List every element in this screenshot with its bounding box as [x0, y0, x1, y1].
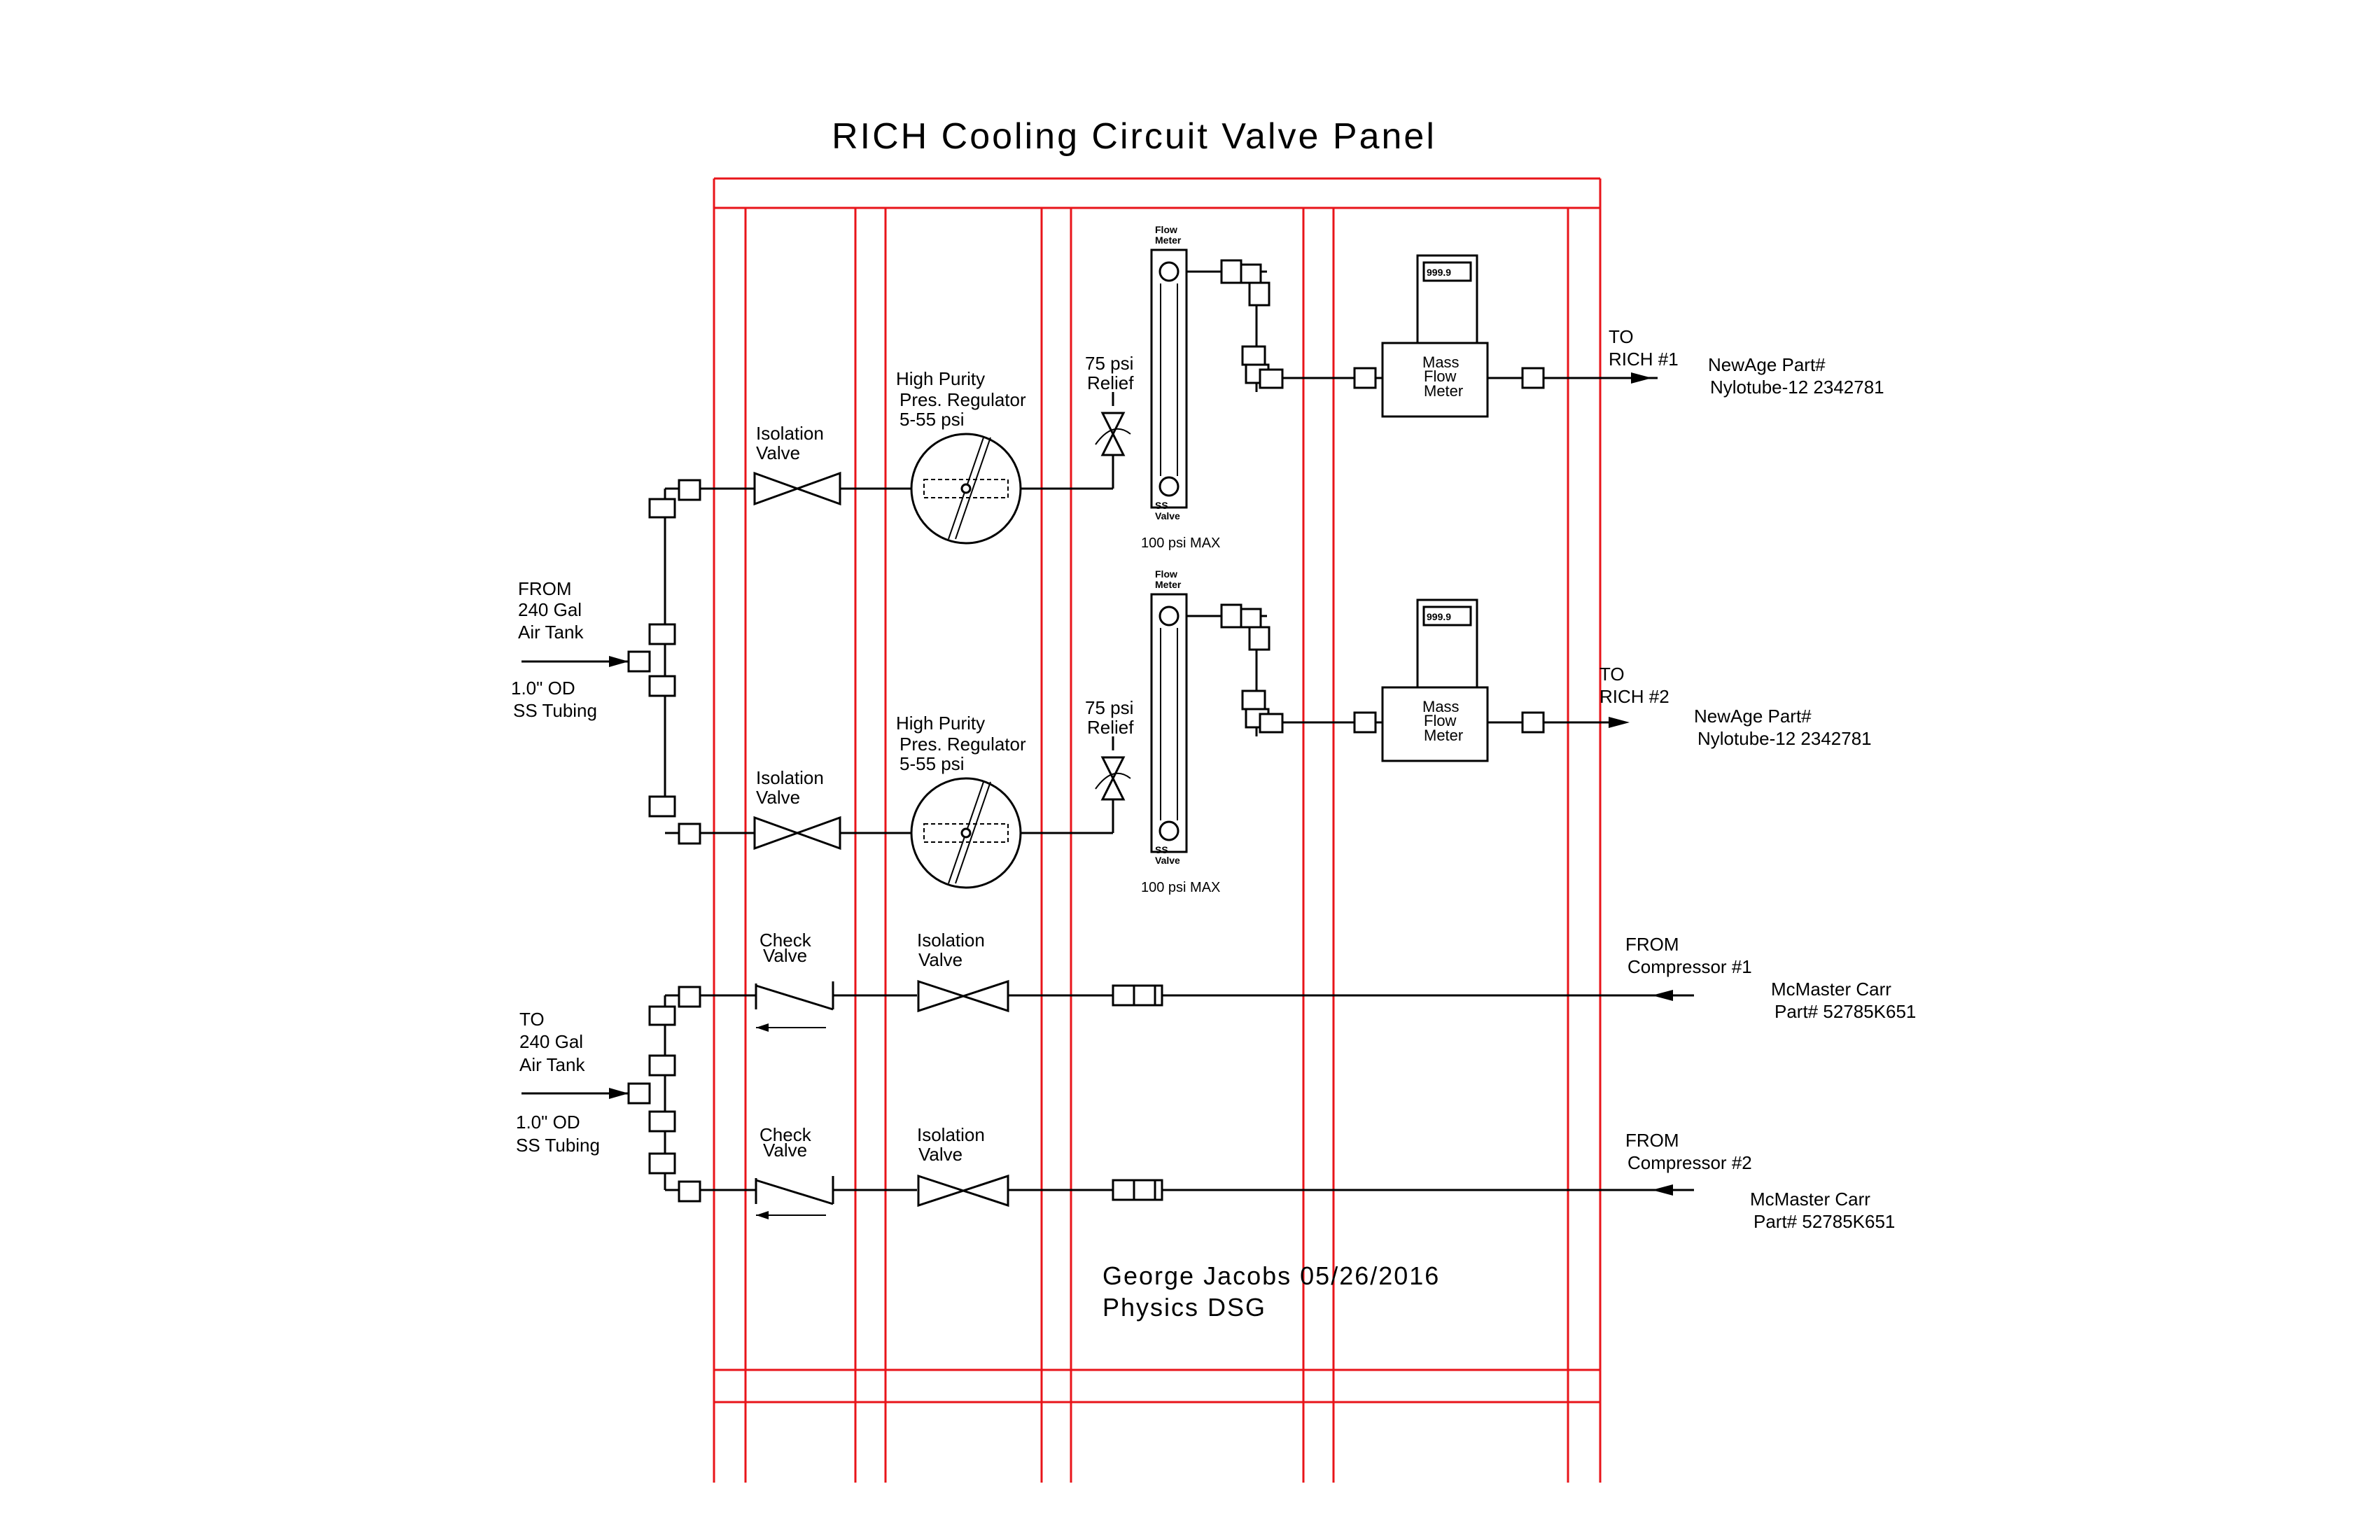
svg-text:RICH #2: RICH #2 [1600, 686, 1670, 707]
svg-text:240 Gal: 240 Gal [519, 1031, 583, 1052]
svg-text:75 psi: 75 psi [1085, 353, 1133, 374]
svg-text:TO: TO [1609, 326, 1634, 347]
svg-text:Compressor #2: Compressor #2 [1628, 1152, 1752, 1173]
svg-text:999.9: 999.9 [1427, 267, 1451, 278]
isolation-valve-4-icon[interactable] [917, 1174, 1009, 1208]
svg-text:Check: Check [760, 1124, 812, 1145]
svg-text:SS: SS [1155, 844, 1168, 855]
supply-line-1-labels: Isolation Valve High Purity Pres. Regula… [756, 224, 1884, 551]
mass-flow-meter-2[interactable] [1381, 686, 1489, 762]
flow-meter-2[interactable] [1150, 593, 1188, 853]
check-valve-2-icon[interactable] [755, 1176, 834, 1205]
diagram-title: RICH Cooling Circuit Valve Panel [832, 116, 1436, 157]
svg-text:NewAge Part#: NewAge Part# [1708, 354, 1826, 375]
supply-line-2 [700, 593, 1630, 889]
svg-text:Valve: Valve [1155, 855, 1180, 866]
svg-text:Mass: Mass [1422, 698, 1460, 715]
isolation-valve-2-icon[interactable] [753, 816, 841, 850]
isolation-valve-1-icon[interactable] [753, 471, 841, 506]
svg-text:SS Tubing: SS Tubing [516, 1135, 600, 1156]
svg-text:5-55 psi: 5-55 psi [899, 753, 965, 774]
svg-text:100 psi MAX: 100 psi MAX [1141, 536, 1220, 551]
svg-text:SS: SS [1155, 500, 1168, 511]
outlet-manifold [522, 986, 701, 1203]
svg-text:Isolation: Isolation [756, 767, 824, 788]
relief-valve-2-icon[interactable] [1100, 756, 1126, 801]
svg-text:Compressor #1: Compressor #1 [1628, 956, 1752, 977]
outlet-label: TO 240 Gal Air Tank 1.0" OD SS Tubing [516, 1009, 600, 1156]
svg-text:FROM: FROM [518, 578, 572, 599]
svg-text:Valve: Valve [756, 442, 800, 463]
svg-text:Isolation: Isolation [756, 423, 824, 444]
svg-text:McMaster Carr: McMaster Carr [1771, 979, 1891, 1000]
svg-text:McMaster Carr: McMaster Carr [1750, 1189, 1870, 1210]
svg-text:Isolation: Isolation [917, 1124, 985, 1145]
svg-text:Valve: Valve [1155, 510, 1180, 522]
svg-text:RICH #1: RICH #1 [1609, 349, 1679, 370]
svg-text:Air Tank: Air Tank [519, 1054, 585, 1075]
svg-text:High Purity: High Purity [896, 368, 985, 389]
svg-text:1.0" OD: 1.0" OD [516, 1112, 580, 1133]
svg-text:Pres. Regulator: Pres. Regulator [899, 389, 1026, 410]
flow-meter-1[interactable] [1150, 248, 1188, 509]
svg-text:Air Tank: Air Tank [518, 622, 584, 643]
svg-text:FROM: FROM [1625, 1130, 1679, 1151]
check-valve-1-icon[interactable] [755, 981, 834, 1011]
inlet-manifold [522, 479, 701, 845]
inlet-label: FROM 240 Gal Air Tank 1.0" OD SS Tubing [511, 578, 597, 721]
svg-text:Pres. Regulator: Pres. Regulator [899, 734, 1026, 755]
svg-text:Mass: Mass [1422, 354, 1460, 371]
svg-text:999.9: 999.9 [1427, 611, 1451, 622]
svg-text:Check: Check [760, 930, 812, 951]
svg-text:FROM: FROM [1625, 934, 1679, 955]
svg-text:TO: TO [519, 1009, 545, 1030]
svg-text:Valve: Valve [756, 787, 800, 808]
svg-text:1.0" OD: 1.0" OD [511, 678, 575, 699]
svg-text:NewAge Part#: NewAge Part# [1694, 706, 1812, 727]
svg-text:Part# 52785K651: Part# 52785K651 [1774, 1001, 1916, 1022]
signature-group: Physics DSG [1102, 1293, 1266, 1322]
compressor-line-1-labels: Check Valve Isolation Valve FROM Compres… [760, 930, 1916, 1022]
svg-text:Meter: Meter [1424, 727, 1463, 744]
relief-valve-1-icon[interactable] [1100, 412, 1126, 456]
svg-text:Part# 52785K651: Part# 52785K651 [1754, 1211, 1895, 1232]
compressor-line-1 [700, 979, 1694, 1032]
svg-text:Nylotube-12 2342781: Nylotube-12 2342781 [1710, 377, 1884, 398]
svg-text:Relief: Relief [1087, 717, 1134, 738]
svg-text:Valve: Valve [918, 949, 962, 970]
svg-text:240 Gal: 240 Gal [518, 599, 582, 620]
svg-text:Nylotube-12 2342781: Nylotube-12 2342781 [1698, 728, 1872, 749]
svg-text:Valve: Valve [763, 945, 807, 966]
svg-text:Meter: Meter [1424, 382, 1463, 400]
supply-line-2-labels: Isolation Valve High Purity Pres. Regula… [756, 568, 1872, 895]
signature-block: George Jacobs 05/26/2016 Physics DSG [1102, 1261, 1440, 1322]
svg-text:Flow: Flow [1155, 568, 1177, 580]
svg-text:TO: TO [1600, 664, 1625, 685]
svg-text:Valve: Valve [918, 1144, 962, 1165]
svg-text:75 psi: 75 psi [1085, 697, 1133, 718]
svg-text:Flow: Flow [1424, 712, 1457, 729]
svg-text:Flow: Flow [1424, 368, 1457, 385]
svg-text:Relief: Relief [1087, 372, 1134, 393]
isolation-valve-3-icon[interactable] [917, 979, 1009, 1013]
svg-text:Valve: Valve [763, 1140, 807, 1161]
svg-text:Isolation: Isolation [917, 930, 985, 951]
svg-text:Meter: Meter [1155, 579, 1182, 590]
supply-line-1 [700, 248, 1658, 545]
panel-frame [713, 177, 1602, 1483]
svg-text:5-55 psi: 5-55 psi [899, 409, 965, 430]
svg-text:High Purity: High Purity [896, 713, 985, 734]
signature-name-date: George Jacobs 05/26/2016 [1102, 1261, 1440, 1290]
svg-text:100 psi MAX: 100 psi MAX [1141, 880, 1220, 895]
svg-text:SS Tubing: SS Tubing [513, 700, 597, 721]
mass-flow-meter-1[interactable] [1381, 342, 1489, 418]
compressor-line-2 [700, 1174, 1694, 1219]
svg-text:Flow: Flow [1155, 224, 1177, 235]
svg-text:Meter: Meter [1155, 234, 1182, 246]
compressor-line-2-labels: Check Valve Isolation Valve FROM Compres… [760, 1124, 1895, 1232]
